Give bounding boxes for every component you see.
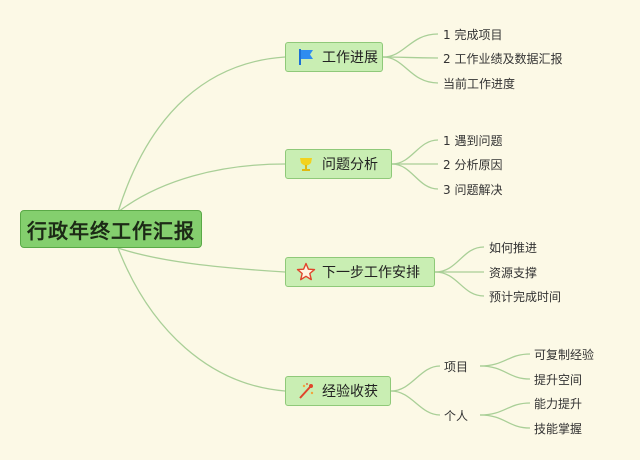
leaf-node[interactable]: 1 完成项目 [443, 28, 503, 42]
branch-label: 下一步工作安排 [322, 265, 420, 281]
red-sparkle-icon [296, 381, 316, 401]
yellow-trophy-icon [296, 154, 316, 174]
branch-label: 问题分析 [322, 157, 378, 173]
group-node-project[interactable]: 项目 [444, 360, 469, 374]
branch-next-steps[interactable]: 下一步工作安排 [285, 257, 435, 287]
branch-lessons-learned[interactable]: 经验收获 [285, 376, 391, 406]
branch-label: 工作进展 [322, 50, 378, 66]
leaf-node[interactable]: 当前工作进度 [443, 77, 516, 91]
leaf-node[interactable]: 预计完成时间 [489, 290, 562, 304]
leaf-node[interactable]: 可复制经验 [534, 348, 595, 362]
group-node-personal[interactable]: 个人 [444, 409, 469, 423]
leaf-node[interactable]: 3 问题解决 [443, 183, 503, 197]
root-topic[interactable]: 行政年终工作汇报 [20, 210, 202, 248]
branch-work-progress[interactable]: 工作进展 [285, 42, 383, 72]
leaf-node[interactable]: 如何推进 [489, 241, 538, 255]
branch-label: 经验收获 [322, 384, 378, 400]
leaf-node[interactable]: 资源支撑 [489, 266, 538, 280]
leaf-node[interactable]: 能力提升 [534, 397, 583, 411]
leaf-node[interactable]: 2 工作业绩及数据汇报 [443, 52, 563, 66]
leaf-node[interactable]: 技能掌握 [534, 422, 583, 436]
leaf-node[interactable]: 2 分析原因 [443, 158, 503, 172]
red-star-icon [296, 262, 316, 282]
leaf-node[interactable]: 1 遇到问题 [443, 134, 503, 148]
blue-flag-icon [296, 47, 316, 67]
leaf-node[interactable]: 提升空间 [534, 373, 583, 387]
branch-problem-analysis[interactable]: 问题分析 [285, 149, 392, 179]
